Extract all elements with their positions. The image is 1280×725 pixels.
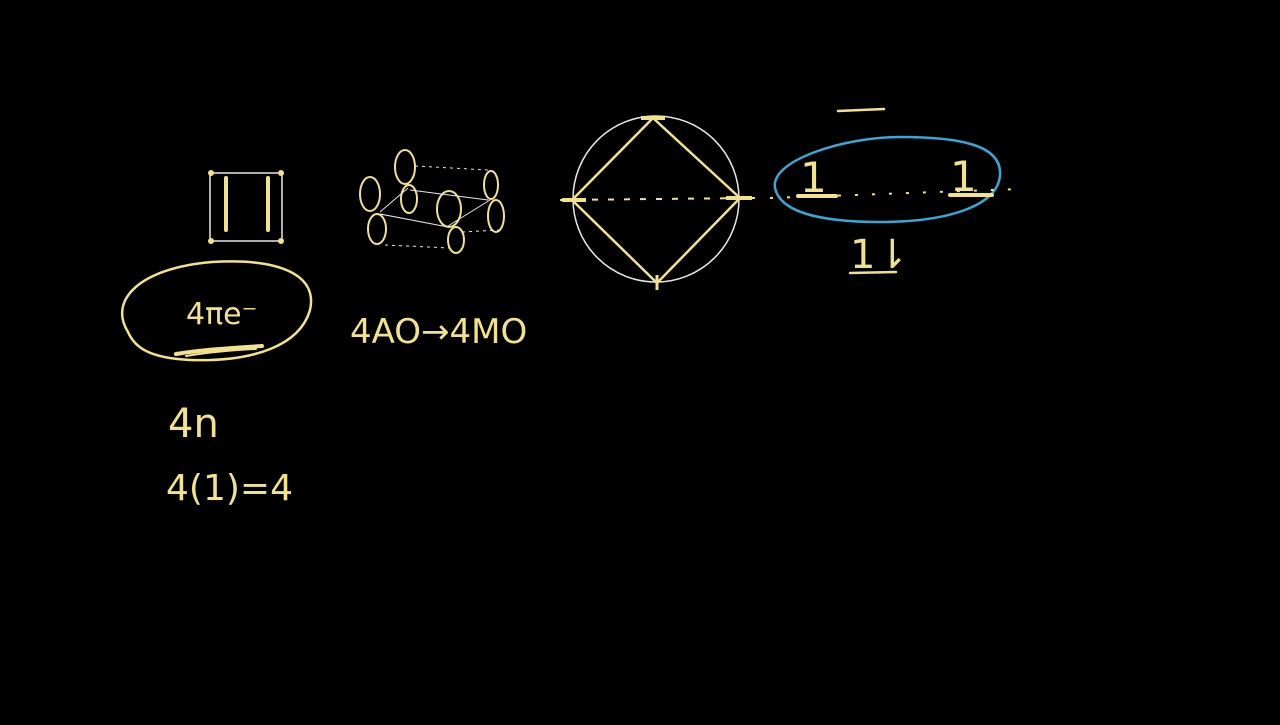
ao-to-mo-label: 4AO→4MO [350, 312, 527, 352]
frost-circle-icon [559, 115, 756, 290]
four-n-eval-label: 4(1)=4 [166, 468, 293, 509]
square-structure-icon [208, 170, 284, 244]
pi-electron-circle [121, 260, 313, 362]
level-pair-bottom: 1⇂ [850, 232, 909, 278]
pi-electrons-label: 4πe⁻ [186, 297, 257, 332]
level-electron-right: 1 [950, 152, 977, 201]
mo-energy-levels-icon [769, 107, 1021, 275]
four-n-label: 4n [168, 401, 219, 447]
p-orbital-lobes-icon [359, 149, 505, 254]
level-electron-left: 1 [800, 153, 827, 202]
